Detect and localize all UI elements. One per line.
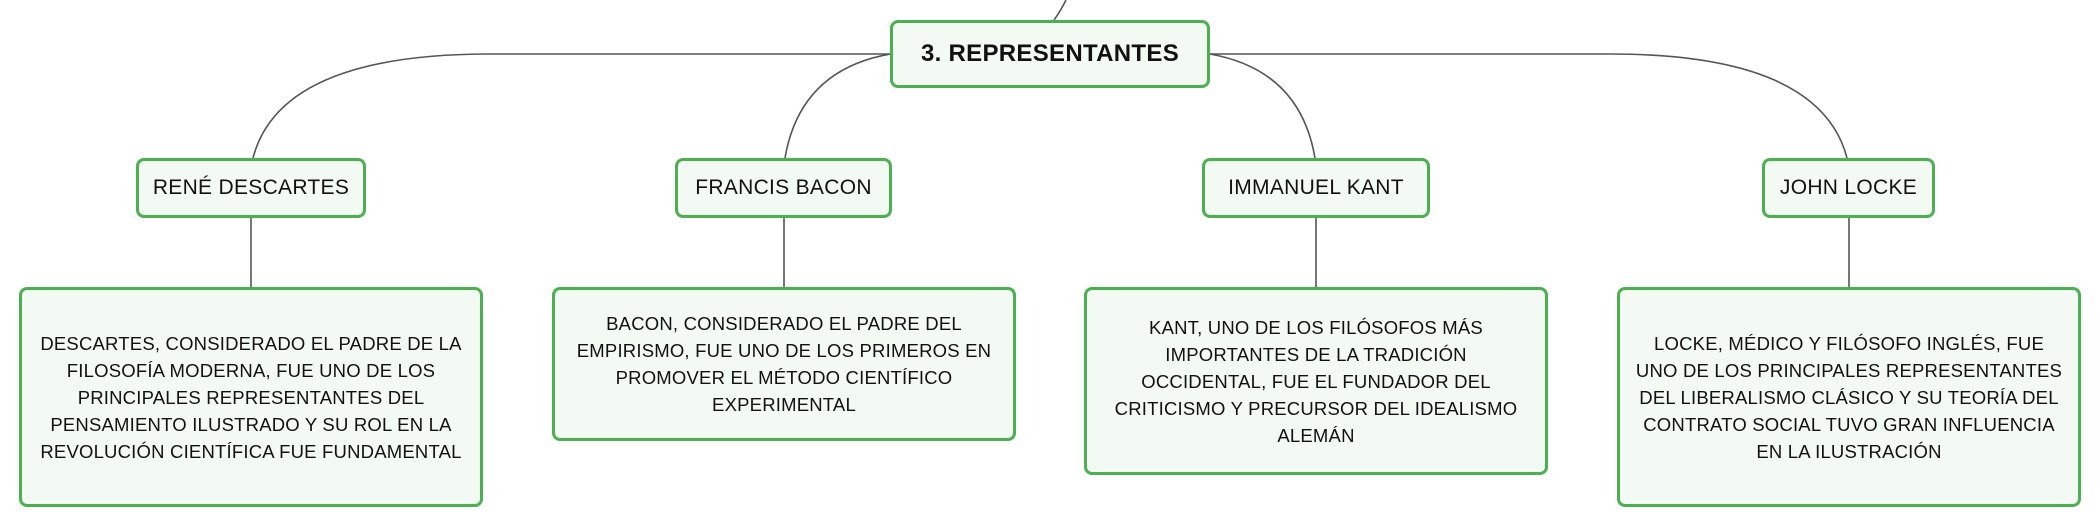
branch-node-locke[interactable]: JOHN LOCKE [1762, 158, 1935, 218]
branch-node-label: RENÉ DESCARTES [152, 176, 350, 199]
detail-node-text: DESCARTES, CONSIDERADO EL PADRE DE LA FI… [40, 332, 462, 462]
branch-node-label: JOHN LOCKE [1779, 176, 1918, 199]
connector-root-to-descartes [252, 53, 890, 159]
root-node-representantes[interactable]: 3. REPRESENTANTES [890, 20, 1210, 88]
detail-node-bacon[interactable]: BACON, CONSIDERADO EL PADRE DEL EMPIRISM… [552, 287, 1016, 441]
branch-node-label: IMMANUEL KANT [1228, 176, 1404, 199]
detail-node-kant[interactable]: KANT, UNO DE LOS FILÓSOFOS MÁS IMPORTANT… [1084, 287, 1548, 475]
connector-root-to-bacon [784, 53, 891, 159]
detail-node-locke[interactable]: LOCKE, MÉDICO Y FILÓSOFO INGLÉS, FUE UNO… [1617, 287, 2081, 507]
branch-node-label: FRANCIS BACON [695, 176, 872, 199]
detail-node-descartes[interactable]: DESCARTES, CONSIDERADO EL PADRE DE LA FI… [19, 287, 483, 507]
branch-node-bacon[interactable]: FRANCIS BACON [675, 158, 892, 218]
connector-root-to-locke [1210, 53, 1848, 159]
detail-node-text: BACON, CONSIDERADO EL PADRE DEL EMPIRISM… [576, 313, 992, 415]
root-node-label: 3. REPRESENTANTES [920, 40, 1180, 67]
detail-node-text: LOCKE, MÉDICO Y FILÓSOFO INGLÉS, FUE UNO… [1635, 332, 2063, 462]
connector-root-to-kant [1209, 53, 1316, 159]
detail-node-text: KANT, UNO DE LOS FILÓSOFOS MÁS IMPORTANT… [1114, 316, 1518, 446]
branch-node-descartes[interactable]: RENÉ DESCARTES [136, 158, 366, 218]
branch-node-kant[interactable]: IMMANUEL KANT [1202, 158, 1430, 218]
connector-parent-to-root [1053, 0, 1067, 21]
